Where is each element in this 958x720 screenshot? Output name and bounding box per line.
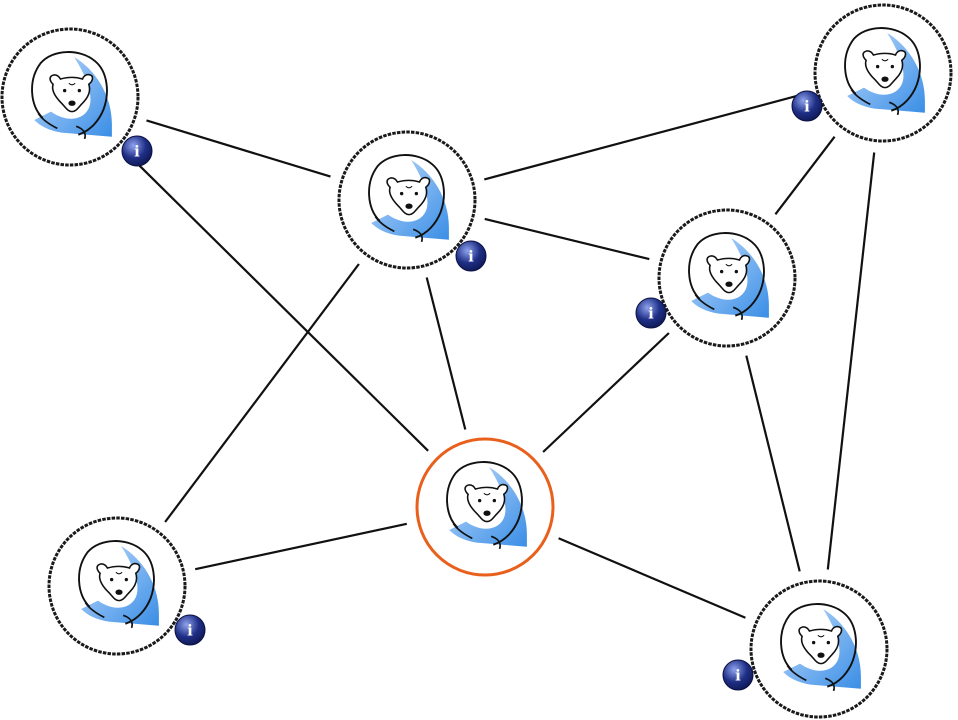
edge-n4-n5 [542,332,670,453]
node-n7[interactable] [749,579,889,719]
node-n1[interactable] [0,27,140,167]
node-n5[interactable] [415,437,555,577]
edge-n2-n3 [484,92,806,181]
info-badge-circle [455,240,487,272]
node-n3[interactable] [813,3,953,143]
edge-n2-n6 [164,263,360,523]
info-glyph: i [134,143,140,161]
info-glyph: i [735,667,741,685]
info-icon[interactable]: i [174,614,206,646]
info-glyph: i [468,248,474,266]
edge-n2-n4 [484,217,650,261]
node-n6[interactable] [47,516,187,656]
node-n2[interactable] [337,130,477,270]
info-badge-circle [635,297,667,329]
info-badge-circle [722,659,754,691]
edge-n1-n2 [146,119,331,178]
edge-n5-n6 [194,522,408,571]
info-icon[interactable]: i [635,297,667,329]
info-glyph: i [804,98,810,116]
info-icon[interactable]: i [455,240,487,272]
info-icon[interactable]: i [722,659,754,691]
edge-n3-n7 [826,152,876,570]
info-badge-circle [791,90,823,122]
node-n4[interactable] [657,208,797,348]
edges-layer [126,92,876,619]
edge-n1-n5 [126,152,429,452]
nodes-layer: i i i i i i [0,3,953,719]
edge-n5-n7 [558,537,746,619]
edge-n3-n4 [774,136,836,215]
edge-n4-n7 [745,355,801,572]
edge-n2-n5 [425,277,467,430]
info-glyph: i [648,305,654,323]
info-badge-circle [174,614,206,646]
info-badge-circle [121,135,153,167]
info-icon[interactable]: i [791,90,823,122]
info-icon[interactable]: i [121,135,153,167]
info-glyph: i [187,622,193,640]
